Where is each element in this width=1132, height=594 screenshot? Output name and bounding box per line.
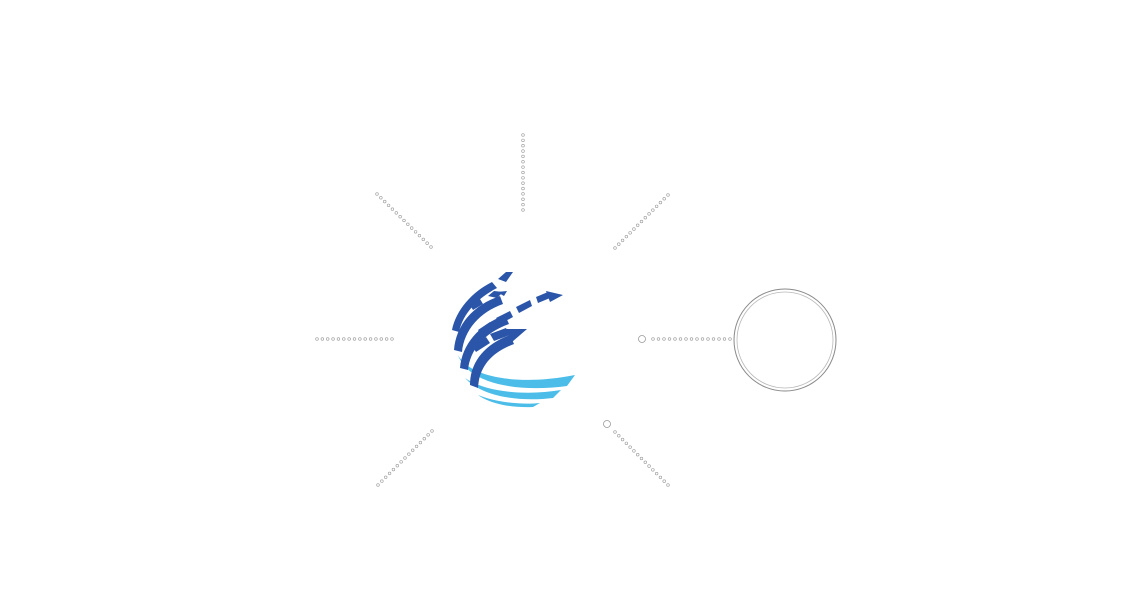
spoke-connector-left	[315, 337, 394, 341]
spoke-connector-bottom-right	[613, 430, 670, 487]
spoke-start-dot-bottom-right	[603, 420, 611, 428]
spoke-connector-right	[651, 337, 732, 341]
globe-arrows-logo-icon	[452, 272, 575, 408]
spoke-connector-top	[521, 133, 525, 212]
spoke-start-dot-right	[638, 335, 646, 343]
spoke-node-right	[733, 288, 837, 392]
spoke-connector-bottom-left	[376, 429, 434, 487]
spoke-connectors	[315, 133, 732, 487]
spoke-connector-top-right	[613, 193, 670, 250]
spoke-connector-top-left	[375, 192, 433, 249]
